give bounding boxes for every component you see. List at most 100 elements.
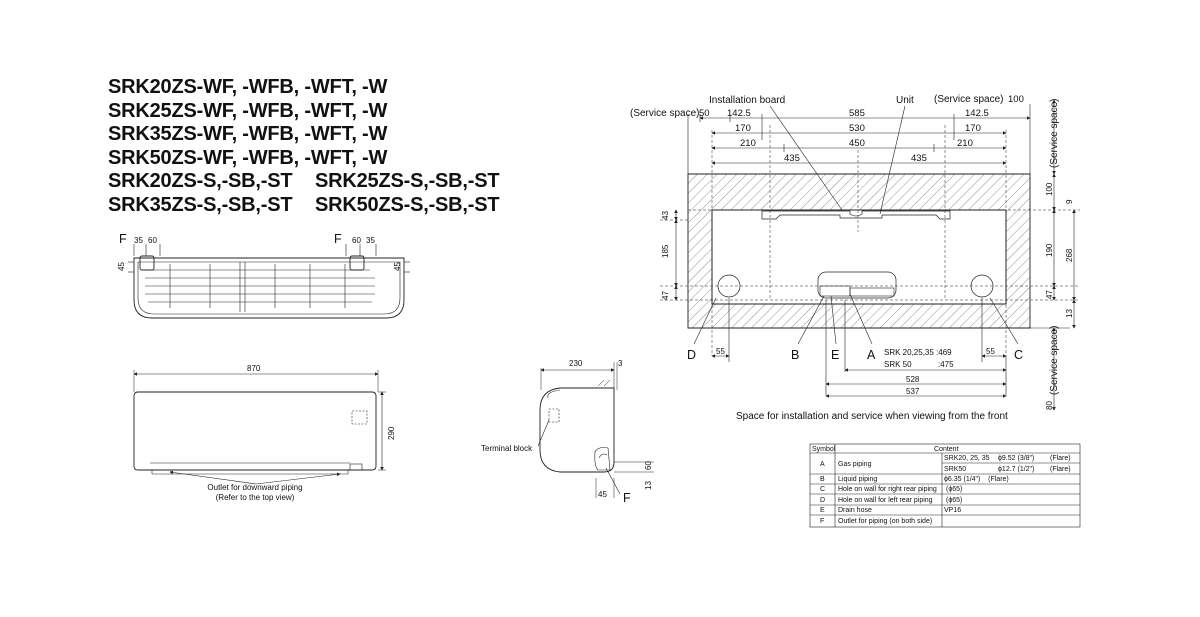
model-entry: SRK50ZS-S,-SB,-ST [315, 193, 500, 216]
top-view [128, 244, 410, 319]
dim-label: 210 [740, 138, 756, 149]
dim-label: 450 [849, 138, 865, 149]
service-space-vertical: (Service space) [1049, 326, 1060, 395]
dim-label: 170 [965, 123, 981, 134]
dim-label: 50 [699, 108, 710, 119]
dim-label: 190 [1045, 243, 1054, 257]
dim-label: 43 [661, 211, 670, 220]
table-cell-symbol: A [820, 461, 825, 468]
dim-label: 35 [134, 236, 143, 245]
f-label: F [623, 491, 631, 505]
symbol-table [809, 443, 1081, 528]
dim-label: 47 [1045, 290, 1054, 299]
terminal-block-label: Terminal block [481, 444, 533, 453]
table-cell-symbol: E [820, 507, 825, 514]
installation-board-label: Installation board [709, 95, 785, 106]
dim-label: 142.5 [727, 108, 751, 119]
dim-label: 100 [1045, 182, 1054, 196]
table-cell-symbol: C [820, 486, 825, 493]
dim-label: 13 [1065, 309, 1074, 318]
dim-label: 55 [716, 347, 725, 356]
dim-label: 60 [148, 236, 157, 245]
table-cell-name: Liquid piping [838, 476, 877, 483]
table-cell-name: Gas piping [838, 461, 872, 468]
symbol-c: C [1014, 348, 1023, 362]
model-row-pair: SRK20ZS-S,-SB,-ST SRK25ZS-S,-SB,-ST [108, 170, 500, 194]
table-cell-value: VP16 [944, 507, 961, 514]
srk-dim-note: SRK 50 [884, 360, 912, 369]
dim-label: 60 [644, 461, 653, 470]
model-row-pair: SRK35ZS-S,-SB,-ST SRK50ZS-S,-SB,-ST [108, 193, 500, 218]
table-cell-value: ϕ9.52 (3/8") [998, 455, 1034, 462]
dim-label: 210 [957, 138, 973, 149]
dim-label: 100 [1008, 94, 1024, 105]
service-space-label: (Service space) [630, 108, 699, 119]
model-row: SRK20ZS-WF, -WFB, -WFT, -W [108, 76, 388, 98]
height-dim: 290 [387, 426, 396, 440]
side-view [537, 362, 654, 498]
model-row: SRK50ZS-WF, -WFB, -WFT, -W [108, 146, 388, 169]
dim-label: 435 [784, 153, 800, 164]
table-header-symbol: Symbol [812, 446, 836, 453]
symbol-b: B [791, 348, 799, 362]
table-cell-value: ϕ12.7 (1/2") [998, 466, 1034, 473]
gap-dim: 3 [618, 359, 623, 368]
srk-dim-note: SRK 20,25,35 :469 [884, 348, 952, 357]
dim-label: 47 [661, 291, 670, 300]
f-label: F [334, 232, 342, 246]
dim-label: 530 [849, 123, 865, 134]
srk-dim-note: :475 [938, 360, 954, 369]
top-view-grille [145, 262, 375, 312]
symbol-a: A [867, 348, 876, 362]
dim-label: 45 [598, 490, 607, 499]
table-cell-value: SRK20, 25, 35 [944, 455, 990, 462]
symbol-d: D [687, 348, 696, 362]
outlet-left [139, 255, 155, 271]
dim-label: 9 [1065, 199, 1074, 204]
dim-label: 45 [117, 262, 126, 271]
installation-view [660, 99, 1080, 411]
dim-label: 170 [735, 123, 751, 134]
model-entry: SRK20ZS-S,-SB,-ST [108, 170, 293, 192]
model-row: SRK35ZS-WF, -WFB, -WFT, -W [108, 123, 388, 145]
dim-label: 35 [366, 236, 375, 245]
outlet-note-ref: (Refer to the top view) [216, 493, 295, 502]
table-cell-name: Hole on wall for right rear piping [838, 486, 937, 493]
installation-board [761, 210, 951, 220]
service-space-label: (Service space) [934, 94, 1003, 105]
outlet-note: Outlet for downward piping [207, 483, 302, 492]
table-cell-value: (Flare) [1050, 466, 1071, 473]
table-cell-value: ϕ6.35 (1/4") (Flare) [944, 476, 1009, 483]
dim-label: 537 [906, 387, 920, 396]
installation-caption: Space for installation and service when … [736, 411, 1008, 422]
table-cell-symbol: D [820, 497, 825, 504]
width-dim: 870 [247, 364, 261, 373]
dim-label: 435 [911, 153, 927, 164]
dim-label: 185 [661, 244, 670, 258]
dim-label: 60 [352, 236, 361, 245]
service-space-vertical: (Service space) [1049, 99, 1060, 168]
table-cell-name: Drain hose [838, 507, 872, 514]
dim-label: 80 [1045, 401, 1054, 410]
table-header-content: Content [934, 446, 959, 453]
dim-label: 55 [986, 347, 995, 356]
symbol-e: E [831, 348, 839, 362]
service-zone [687, 173, 1031, 329]
depth-dim: 230 [569, 359, 583, 368]
outlet-right [349, 255, 365, 271]
table-cell-value: (ϕ65) [946, 497, 962, 504]
unit-outline [711, 209, 1007, 305]
model-list: SRK20ZS-WF, -WFB, -WFT, -W SRK25ZS-WF, -… [108, 76, 500, 218]
front-view [133, 370, 386, 485]
dim-label: 585 [849, 108, 865, 119]
dim-label: 45 [393, 262, 402, 271]
model-entry: SRK25ZS-S,-SB,-ST [315, 170, 500, 192]
table-cell-value: (Flare) [1050, 455, 1071, 462]
table-cell-value: SRK50 [944, 466, 966, 473]
dim-label: 142.5 [965, 108, 989, 119]
f-label: F [119, 232, 127, 246]
table-cell-name: Outlet for piping (on both side) [838, 518, 932, 525]
unit-label: Unit [896, 95, 914, 106]
model-entry: SRK35ZS-S,-SB,-ST [108, 193, 293, 216]
